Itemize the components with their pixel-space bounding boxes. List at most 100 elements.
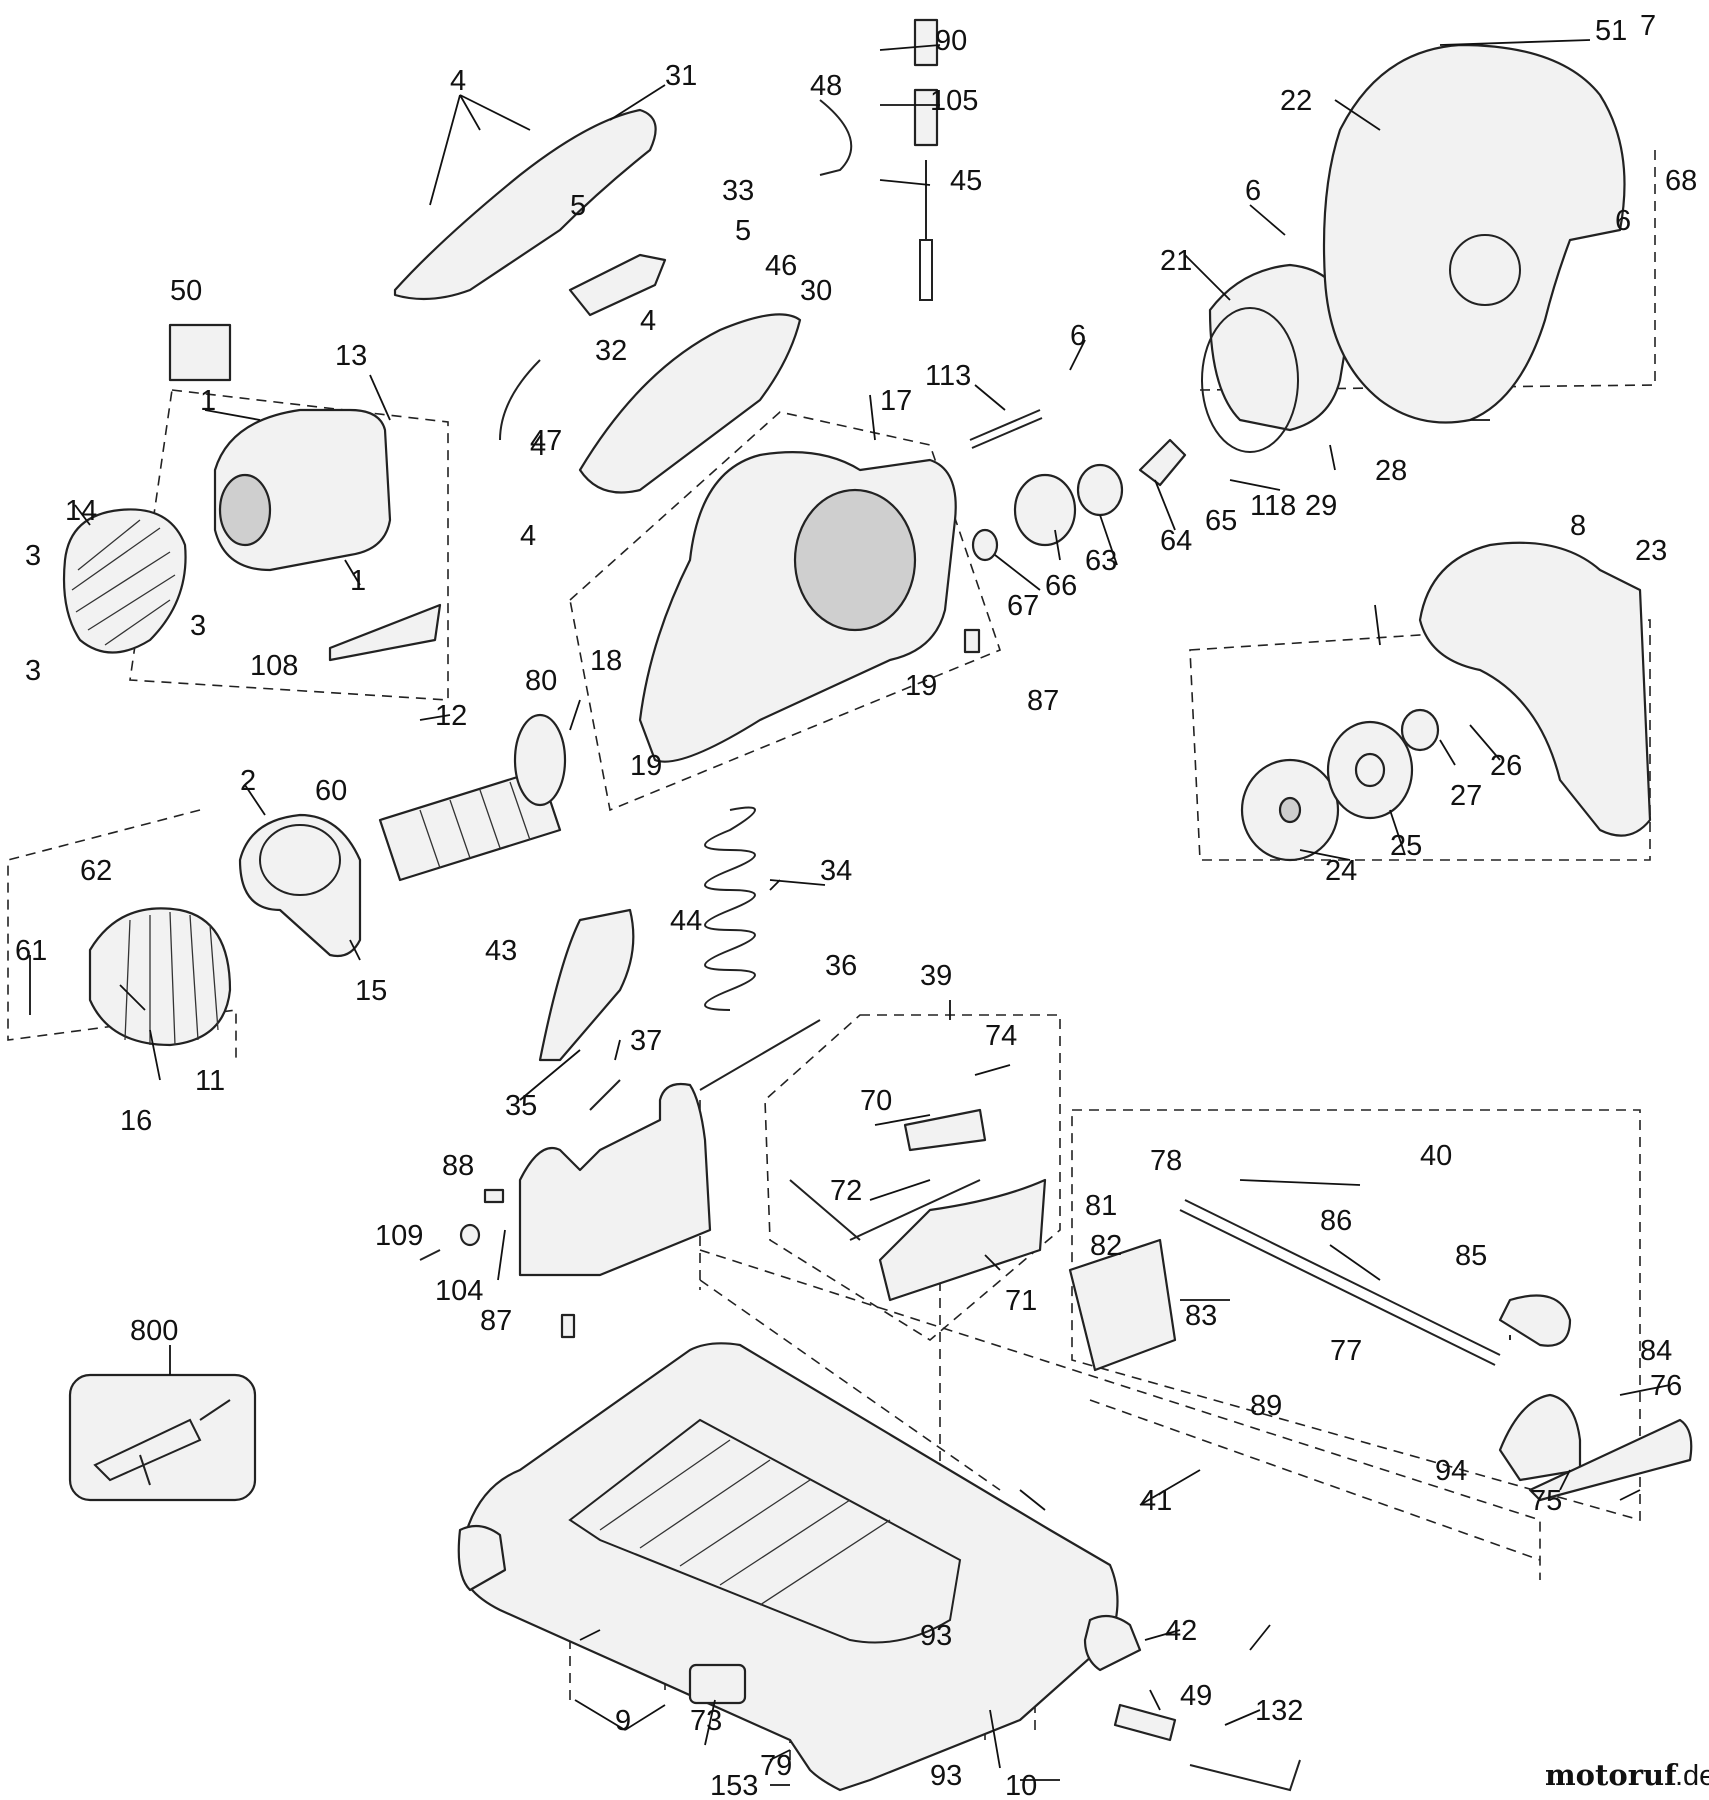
part-label-29: 29 — [1305, 490, 1337, 522]
part-label-14: 14 — [65, 495, 97, 527]
part-label-1: 1 — [350, 565, 366, 597]
part-label-132: 132 — [1255, 1695, 1303, 1727]
part-label-93: 93 — [920, 1620, 952, 1652]
part-label-21: 21 — [1160, 245, 1192, 277]
part-label-19: 19 — [630, 750, 662, 782]
part-label-9: 9 — [615, 1705, 631, 1737]
part-label-86: 86 — [1320, 1205, 1352, 1237]
part-label-5: 5 — [570, 190, 586, 222]
part-label-87: 87 — [480, 1305, 512, 1337]
part-label-83: 83 — [1185, 1300, 1217, 1332]
part-label-49: 49 — [1180, 1680, 1212, 1712]
part-label-81: 81 — [1085, 1190, 1117, 1222]
part-label-78: 78 — [1150, 1145, 1182, 1177]
part-label-60: 60 — [315, 775, 347, 807]
part-label-18: 18 — [590, 645, 622, 677]
part-label-17: 17 — [880, 385, 912, 417]
part-label-66: 66 — [1045, 570, 1077, 602]
part-label-67: 67 — [1007, 590, 1039, 622]
part-label-50: 50 — [170, 275, 202, 307]
part-label-61: 61 — [15, 935, 47, 967]
part-label-62: 62 — [80, 855, 112, 887]
leader-lines — [29, 39, 1671, 1786]
part-label-8: 8 — [1570, 510, 1586, 542]
part-label-47: 47 — [530, 425, 562, 457]
part-label-73: 73 — [690, 1705, 722, 1737]
part-label-4: 4 — [530, 430, 546, 462]
part-label-76: 76 — [1650, 1370, 1682, 1402]
part-label-19: 19 — [905, 670, 937, 702]
watermark-brand: motoruf — [1545, 1758, 1679, 1792]
part-label-108: 108 — [250, 650, 298, 682]
part-label-64: 64 — [1160, 525, 1192, 557]
part-label-13: 13 — [335, 340, 367, 372]
part-label-89: 89 — [1250, 1390, 1282, 1422]
part-label-25: 25 — [1390, 830, 1422, 862]
part-label-46: 46 — [765, 250, 797, 282]
part-label-87: 87 — [1027, 685, 1059, 717]
part-label-6: 6 — [1245, 175, 1261, 207]
part-label-6: 6 — [1615, 205, 1631, 237]
part-label-1: 1 — [200, 385, 216, 417]
part-label-118: 118 — [1250, 490, 1296, 522]
part-label-65: 65 — [1205, 505, 1237, 537]
part-label-10: 10 — [1005, 1770, 1037, 1800]
part-label-37: 37 — [630, 1025, 662, 1057]
watermark-tld: .de — [1675, 1760, 1709, 1792]
part-label-32: 32 — [595, 335, 627, 367]
part-label-75: 75 — [1530, 1485, 1562, 1517]
part-label-109: 109 — [375, 1220, 423, 1252]
part-label-72: 72 — [830, 1175, 862, 1207]
part-label-28: 28 — [1375, 455, 1407, 487]
part-label-45: 45 — [950, 165, 982, 197]
part-label-48: 48 — [810, 70, 842, 102]
part-label-2: 2 — [240, 765, 256, 797]
part-label-12: 12 — [435, 700, 467, 732]
part-label-44: 44 — [670, 905, 702, 937]
part-label-41: 41 — [1140, 1485, 1172, 1517]
part-label-27: 27 — [1450, 780, 1482, 812]
part-label-3: 3 — [25, 655, 41, 687]
part-label-4: 4 — [520, 520, 536, 552]
part-label-3: 3 — [25, 540, 41, 572]
part-label-82: 82 — [1090, 1230, 1122, 1262]
part-label-85: 85 — [1455, 1240, 1487, 1272]
watermark: motoruf .de — [1545, 1758, 1709, 1792]
part-label-68: 68 — [1665, 165, 1697, 197]
part-label-88: 88 — [442, 1150, 474, 1182]
part-label-79: 79 — [760, 1750, 792, 1782]
part-label-15: 15 — [355, 975, 387, 1007]
part-label-7: 7 — [1640, 10, 1656, 42]
part-label-70: 70 — [860, 1085, 892, 1117]
part-label-24: 24 — [1325, 855, 1357, 887]
part-label-71: 71 — [1005, 1285, 1037, 1317]
part-label-31: 31 — [665, 60, 697, 92]
part-label-63: 63 — [1085, 545, 1117, 577]
part-label-4: 4 — [640, 305, 656, 337]
part-label-113: 113 — [925, 360, 971, 392]
part-number-labels: 1123334444556667891011121314151617181919… — [15, 10, 1697, 1800]
label-card-50 — [168, 323, 232, 382]
part-label-93: 93 — [930, 1760, 962, 1792]
part-label-77: 77 — [1330, 1335, 1362, 1367]
part-label-4: 4 — [450, 65, 466, 97]
part-label-26: 26 — [1490, 750, 1522, 782]
part-label-36: 36 — [825, 950, 857, 982]
part-label-94: 94 — [1435, 1455, 1467, 1487]
part-label-153: 153 — [710, 1770, 758, 1800]
part-shapes — [62, 18, 1693, 1792]
part-label-35: 35 — [505, 1090, 537, 1122]
part-label-30: 30 — [800, 275, 832, 307]
part-label-51: 51 — [1595, 15, 1627, 47]
part-label-23: 23 — [1635, 535, 1667, 567]
part-label-16: 16 — [120, 1105, 152, 1137]
part-label-5: 5 — [735, 215, 751, 247]
part-label-42: 42 — [1165, 1615, 1197, 1647]
part-label-104: 104 — [435, 1275, 483, 1307]
part-label-43: 43 — [485, 935, 517, 967]
part-label-34: 34 — [820, 855, 852, 887]
part-label-800: 800 — [130, 1315, 178, 1347]
part-label-3: 3 — [190, 610, 206, 642]
part-label-33: 33 — [722, 175, 754, 207]
